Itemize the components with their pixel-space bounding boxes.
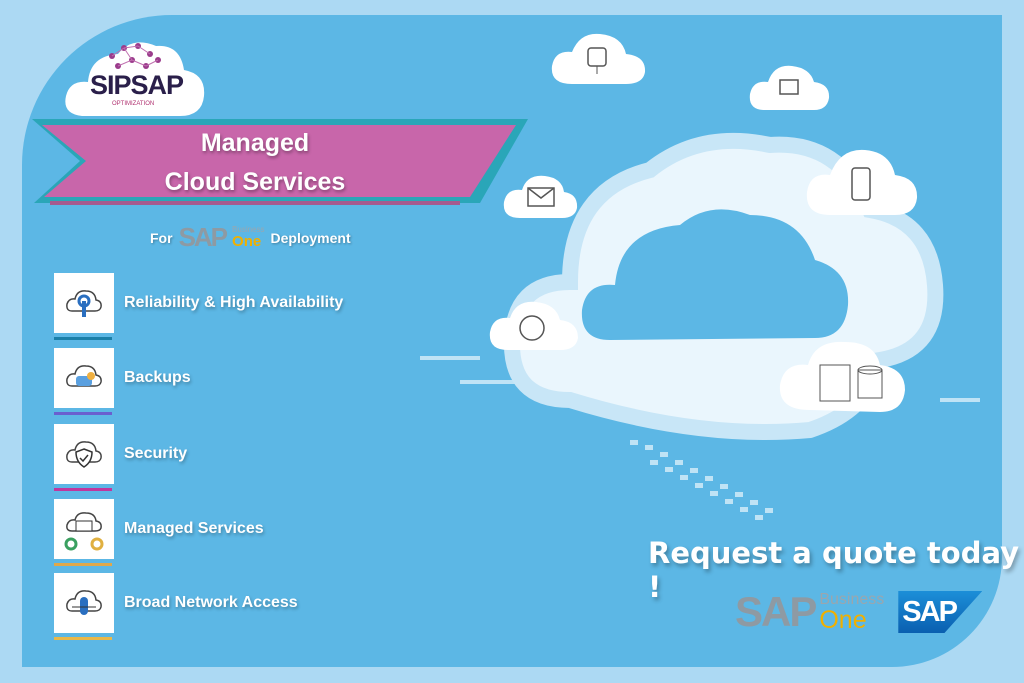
request-quote-cta[interactable]: Request a quote today ! [648,536,1020,604]
subtitle-prefix: For [150,229,173,246]
sap-b1-one: Business One [819,590,885,634]
one-text: One [232,233,262,250]
business-one-logo: Business One [232,225,265,250]
feature-underline [54,637,112,640]
deployment-subtitle: For SAP Business One Deployment [150,222,351,253]
cloud-database-icon [779,341,905,412]
cloud-storage-icon [749,65,830,110]
feature-network-access: Broad Network Access [54,573,298,640]
banner-ribbon-shape [32,119,528,205]
subtitle-suffix: Deployment [270,229,351,246]
feature-label: Security [124,445,188,462]
feature-security: Security [54,424,188,491]
sap-logo-text: SAP [178,222,228,252]
cloud-gears-icon [54,499,114,566]
feature-underline [54,488,112,491]
cloud-phone-icon [806,149,918,215]
sap-logo: SAP [898,591,983,633]
sap-business-one-logo: SAP Business One [735,588,884,636]
cloud-illustration [420,33,980,520]
feature-underline [54,412,112,415]
banner-title-line1: Managed [200,129,310,157]
cloud-shield-icon [54,424,114,491]
logo-text: SIPSAP [90,70,184,100]
logo-tagline: OPTIMIZATION [112,101,155,107]
cloud-network-icon [54,573,114,640]
partner-logos: SAP Business One SAP [735,588,983,636]
cloud-wrench-icon [54,273,114,340]
pixel-map-dots [420,356,980,520]
feature-label: Broad Network Access [124,594,298,611]
cloud-mail-icon [503,175,578,218]
business-text: Business [232,225,265,234]
cloud-backup-icon [54,348,114,415]
logo-cloud-icon [65,42,205,116]
sap-b1-one-text: One [819,605,867,634]
feature-underline [54,563,112,566]
cloud-globe-icon [489,301,578,350]
feature-underline [54,337,112,340]
feature-label: Reliability & High Availability [124,294,344,311]
feature-reliability: Reliability & High Availability [54,273,344,340]
sap-b1-business-text: Business [819,590,885,608]
feature-backups: Backups [54,348,191,415]
feature-label: Backups [124,369,191,386]
feature-label: Managed Services [124,520,264,537]
sap-b1-sap-text: SAP [735,588,817,635]
feature-managed-services: Managed Services [54,499,264,566]
cloud-server-icon [551,33,646,84]
banner-title-line2: Cloud Services [164,168,346,196]
